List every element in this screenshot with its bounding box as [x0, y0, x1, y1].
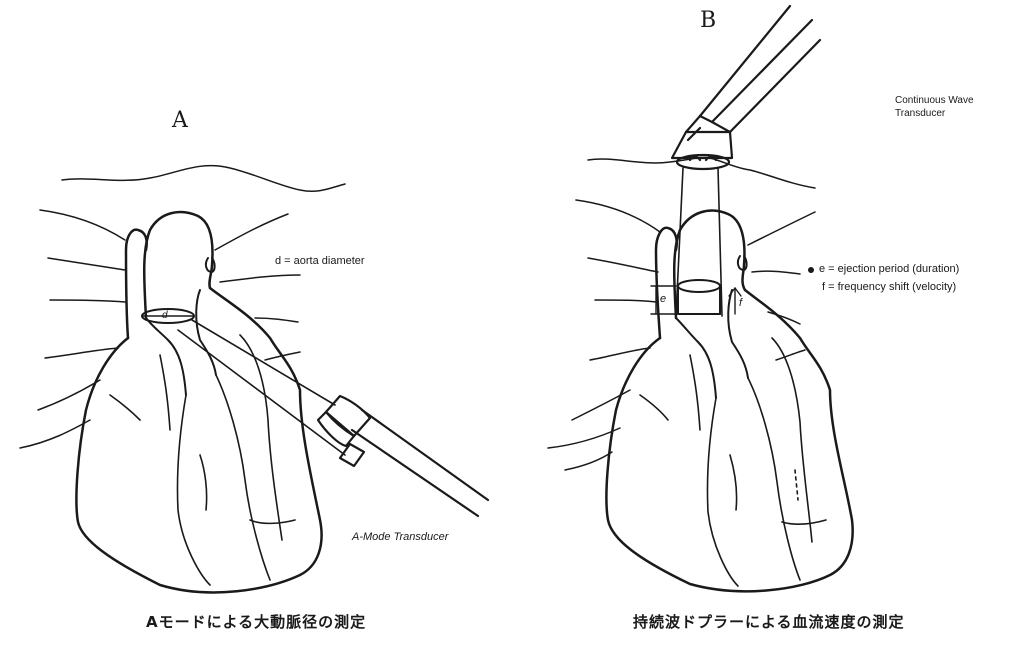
- panel-a-ribs-right: [215, 214, 300, 360]
- frequency-shift-label: f = frequency shift (velocity): [822, 282, 956, 293]
- panel-b-ribs-left: [548, 200, 660, 470]
- e-mark: e: [660, 294, 666, 305]
- panel-a-aorta: [144, 212, 212, 318]
- cw-transducer-label-line2: Transducer: [895, 109, 945, 119]
- panel-a-ribs-left: [20, 210, 125, 448]
- panel-b-skin-line: [588, 157, 815, 188]
- panel-a-caption: Aモードによる大動脈径の測定: [146, 615, 366, 630]
- panel-a-aorta-inner: [146, 318, 186, 395]
- panel-b-probe: [672, 6, 820, 169]
- panel-a-drawing: [20, 166, 488, 593]
- panel-b-ribs-right: [748, 212, 815, 360]
- panel-b-leader-dot: [808, 267, 814, 273]
- cw-transducer-label-line1: Continuous Wave: [895, 96, 974, 106]
- aorta-diameter-label: d = aorta diameter: [275, 256, 365, 267]
- panel-b-heart-interior: [640, 338, 826, 586]
- panel-b-beam-disc: [678, 280, 720, 292]
- panel-a-heart-interior: [110, 335, 295, 585]
- ejection-period-label: e = ejection period (duration): [819, 264, 959, 275]
- panel-a-beam-lower: [178, 330, 345, 455]
- panel-a-letter: A: [172, 110, 188, 132]
- panel-b-caption: 持続波ドプラーによる血流速度の測定: [633, 615, 905, 630]
- f-mark: f: [739, 298, 742, 309]
- panel-b-letter: B: [700, 10, 716, 32]
- d-mark: d: [162, 311, 168, 321]
- panel-a-probe: [318, 396, 488, 516]
- panel-a-skin-line: [62, 166, 345, 192]
- a-mode-transducer-label: A-Mode Transducer: [352, 532, 448, 543]
- panel-b-drawing: [548, 6, 853, 591]
